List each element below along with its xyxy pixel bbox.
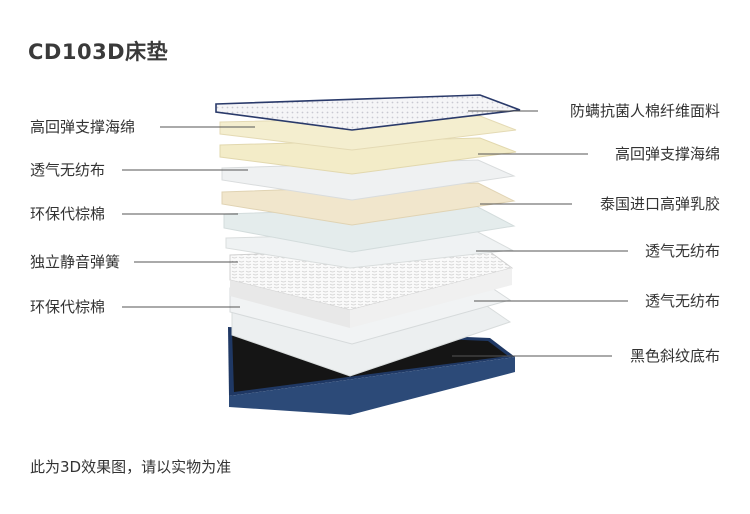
- label-base-cloth: 黑色斜纹底布: [629, 347, 720, 365]
- layer-pocket-springs: [229, 245, 514, 328]
- leader-lines-left: [122, 126, 255, 308]
- leader-lines-right: [452, 110, 628, 357]
- label-nonwoven-right-1: 透气无纺布: [644, 242, 720, 260]
- label-support-foam-right: 高回弹支撑海绵: [614, 145, 720, 163]
- label-nonwoven-right-2: 透气无纺布: [644, 292, 720, 310]
- layer-top-fabric: [215, 94, 521, 131]
- label-nonwoven-left: 透气无纺布: [30, 161, 106, 179]
- label-latex: 泰国进口高弹乳胶: [599, 195, 720, 213]
- disclaimer-note: 此为3D效果图，请以实物为准: [30, 458, 232, 476]
- diagram-title: CD103D床垫: [28, 40, 169, 64]
- label-eco-palm-left-1: 环保代棕棉: [30, 205, 106, 223]
- label-support-foam-left: 高回弹支撑海绵: [30, 118, 136, 136]
- label-pocket-springs: 独立静音弹簧: [30, 253, 121, 271]
- label-eco-palm-left-2: 环保代棕棉: [30, 298, 106, 316]
- label-top-fabric: 防螨抗菌人棉纤维面料: [569, 102, 720, 120]
